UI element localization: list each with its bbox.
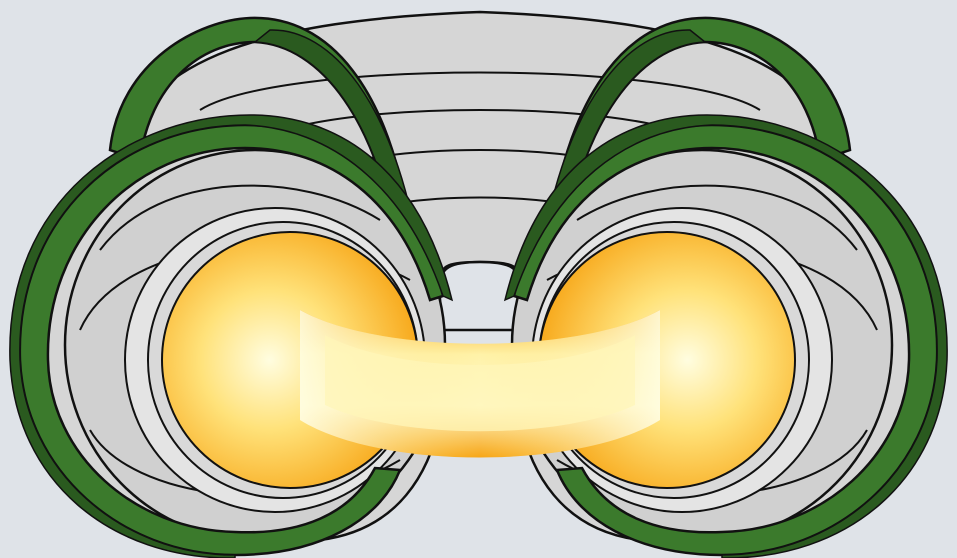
plasma [300, 310, 660, 458]
